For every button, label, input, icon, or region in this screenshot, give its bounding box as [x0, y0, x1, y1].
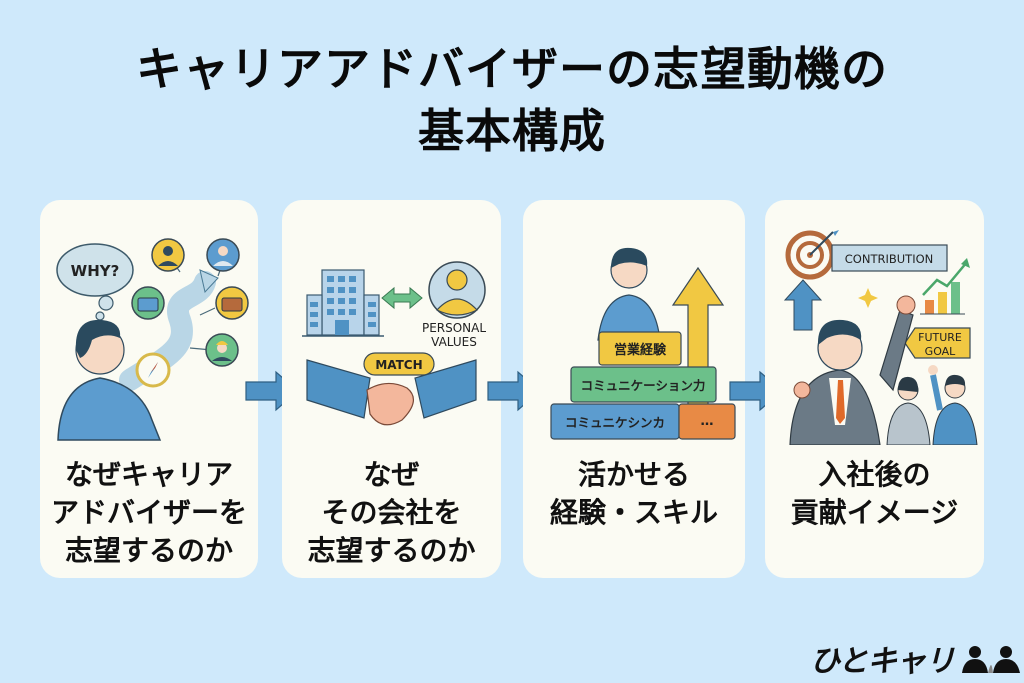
woman-icon — [206, 238, 240, 272]
step-card-skills: 営業経験 コミュニケーション力 コミュニケシンカ … 活かせる 経験・スキル — [523, 200, 745, 578]
skill-block-sales: 営業経験 — [598, 331, 682, 366]
contribution-label: CONTRIBUTION — [831, 244, 948, 272]
step-3-label: 活かせる 経験・スキル — [549, 458, 718, 529]
svg-text:WHY?: WHY? — [71, 262, 120, 280]
svg-text:営業経験: 営業経験 — [614, 342, 667, 358]
svg-text:FUTURE: FUTURE — [918, 331, 962, 344]
up-arrow-icon — [783, 279, 823, 331]
match-badge: MATCH — [363, 352, 435, 376]
person-icon — [151, 238, 185, 272]
step-card-why-this-company: PERSONAL VALUES MATCH なぜ その会社を 志望するのか — [282, 200, 501, 578]
svg-text:コミュニケーション力: コミュニケーション力 — [581, 378, 706, 393]
title-line-1: キャリアアドバイザーの志望動機の — [136, 42, 888, 96]
person-illustration — [597, 247, 661, 341]
skills-stack-illustration: 営業経験 コミュニケーション力 コミュニケシンカ … — [550, 247, 736, 440]
coworkers-illustration — [886, 365, 978, 445]
skill-block-communication: コミュニケーション力 — [570, 366, 717, 403]
person-illustration — [57, 319, 162, 441]
compass-icon — [135, 352, 171, 388]
step-1-label: なぜキャリア アドバイザーを 志望するのか — [50, 458, 247, 567]
handshake-icon — [306, 359, 477, 426]
skill-block-more: … — [678, 403, 736, 440]
logo-text: ひとキャリ — [810, 644, 955, 679]
future-goal-sign: FUTURE GOAL — [904, 327, 971, 359]
briefcase-icon — [131, 286, 165, 320]
page-title: キャリアアドバイザーの志望動機の 基本構成 — [0, 38, 1024, 162]
step-card-why-career-advisor: WHY? なぜキャリア アドバイザーを 志望するのか — [40, 200, 258, 578]
step-card-contribution: CONTRIBUTION FUTURE GOAL — [765, 200, 984, 578]
contribution-illustration: CONTRIBUTION FUTURE GOAL — [783, 230, 978, 445]
company-match-illustration: PERSONAL VALUES MATCH — [302, 261, 486, 426]
double-arrow-icon — [381, 286, 423, 310]
growth-chart-icon — [920, 258, 970, 315]
step-4-label: 入社後の 貢献イメージ — [790, 458, 959, 529]
skill-block-communication-2: コミュニケシンカ — [550, 403, 680, 440]
target-icon — [785, 230, 839, 280]
brand-logo: ひとキャリ — [810, 640, 1022, 679]
speech-bubble-icon: WHY? — [56, 243, 134, 321]
svg-text:PERSONAL: PERSONAL — [422, 321, 486, 335]
svg-text:GOAL: GOAL — [925, 345, 957, 358]
title-line-2: 基本構成 — [418, 104, 606, 158]
businessman-illustration — [789, 295, 916, 445]
svg-text:MATCH: MATCH — [375, 358, 422, 372]
svg-text:コミュニケシンカ: コミュニケシンカ — [565, 415, 665, 430]
svg-text:VALUES: VALUES — [431, 335, 477, 349]
worker-icon — [205, 333, 239, 367]
step-2-label: なぜ その会社を 志望するのか — [307, 458, 476, 567]
person-values-icon — [428, 261, 486, 319]
career-choice-illustration: WHY? — [56, 238, 249, 441]
briefcase-icon — [215, 286, 249, 320]
svg-text:…: … — [701, 414, 714, 429]
building-icon — [302, 269, 384, 337]
sparkle-icon — [858, 288, 878, 308]
people-icon — [962, 646, 1021, 673]
svg-text:CONTRIBUTION: CONTRIBUTION — [845, 252, 933, 266]
